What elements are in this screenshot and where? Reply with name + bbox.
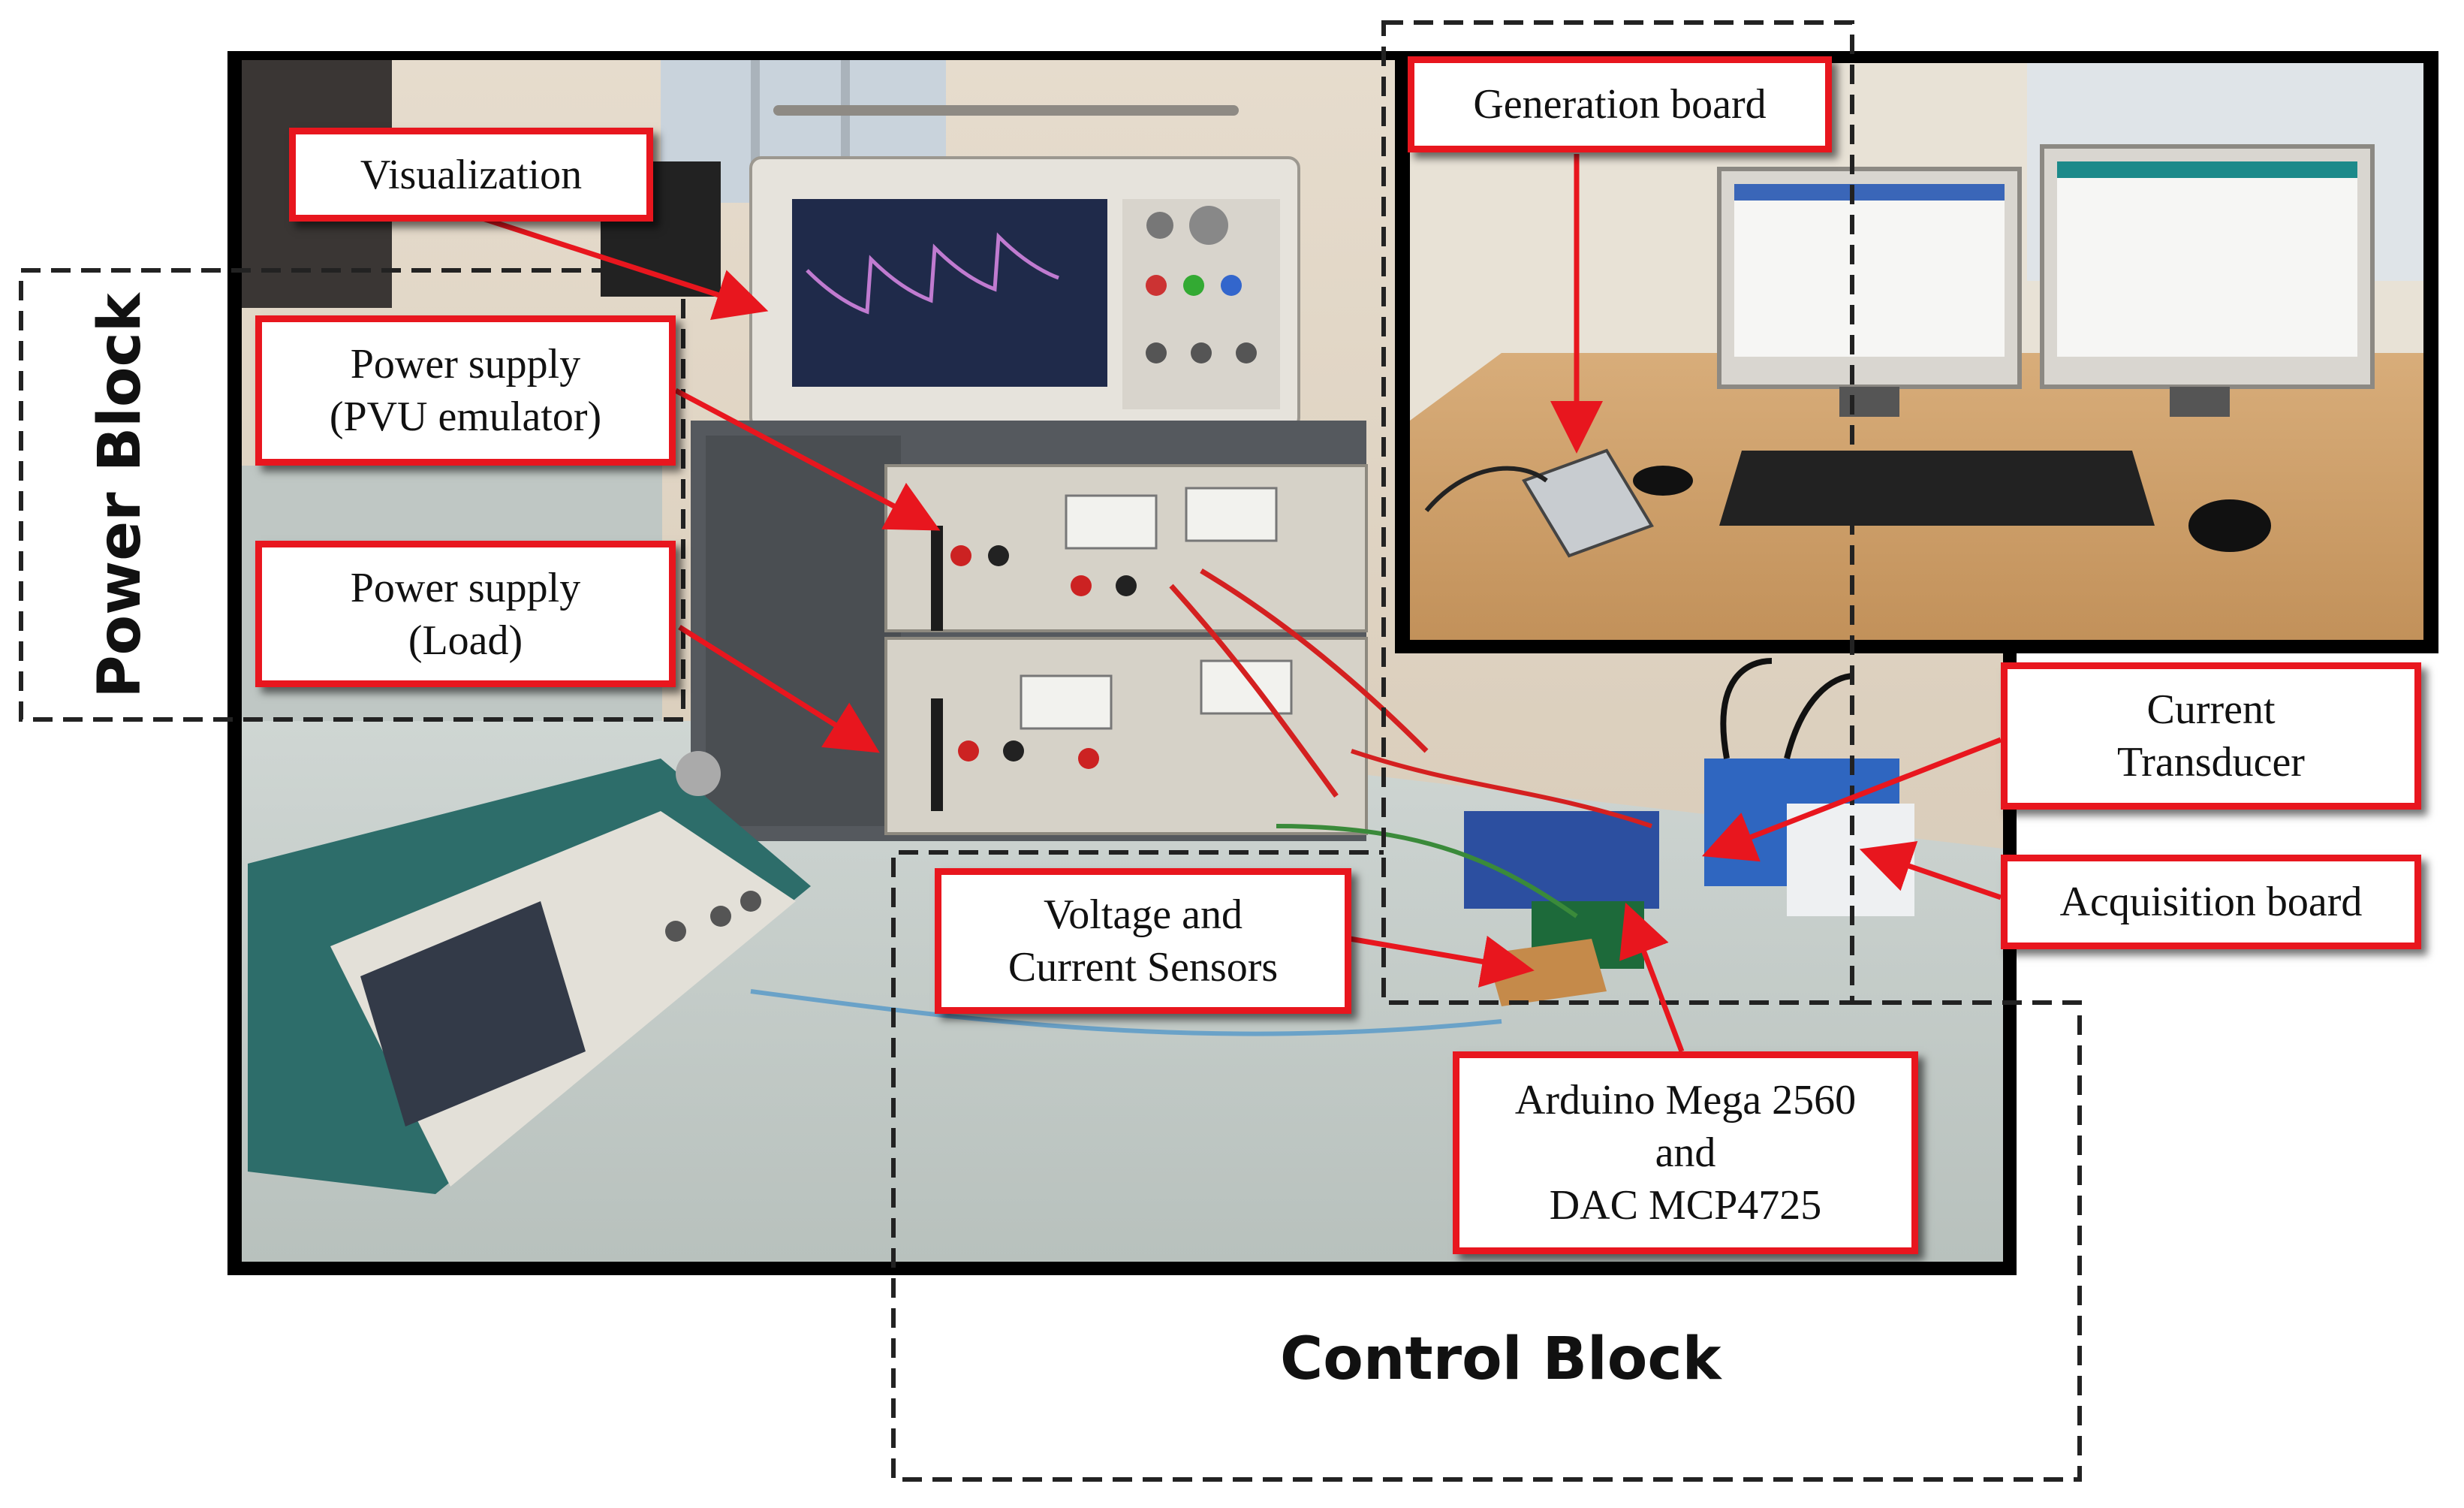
voltage-current-sensors-label: Voltage and Current Sensors — [935, 868, 1351, 1014]
arrow-arduino-dac — [1619, 902, 1685, 1053]
control-block-title: Control Block — [1280, 1326, 1721, 1393]
block-regions — [19, 20, 2082, 1482]
arrow-power-supply-pvu — [674, 388, 941, 531]
arduino-dac-label: Arduino Mega 2560 and DAC MCP4725 — [1453, 1051, 1918, 1254]
current-transducer-line-1: Current — [2146, 686, 2276, 733]
power-block-title: Power Block — [86, 293, 154, 698]
arduino-dac-line-3: DAC MCP4725 — [1549, 1182, 1822, 1229]
callout-arrows — [479, 154, 2002, 1053]
power-supply-pvu-label: Power supply (PVU emulator) — [255, 315, 676, 466]
arrow-acquisition-board — [1859, 841, 2002, 900]
power-supply-pvu-line-2: (PVU emulator) — [329, 394, 602, 440]
arrow-visualization — [479, 215, 769, 321]
current-transducer-line-2: Transducer — [2117, 739, 2305, 786]
generation-block-region — [1381, 20, 1854, 1005]
power-supply-load-label: Power supply (Load) — [255, 541, 676, 687]
voltage-current-sensors-line-2: Current Sensors — [1008, 944, 1279, 991]
acquisition-board-label-text: Acquisition board — [2059, 879, 2363, 925]
arrow-voltage-current-sensors — [1349, 935, 1535, 988]
power-block-region — [19, 268, 685, 722]
power-supply-rack — [691, 421, 1429, 841]
voltage-current-sensors-line-1: Voltage and — [1044, 891, 1243, 938]
control-block-region — [891, 850, 2082, 1482]
power-supply-load-line-2: (Load) — [408, 617, 523, 664]
current-transducer-label: Current Transducer — [2001, 662, 2421, 810]
generation-board-label-text: Generation board — [1473, 81, 1767, 128]
generation-board-label: Generation board — [1408, 56, 1832, 152]
power-supply-load-line-1: Power supply — [350, 564, 581, 611]
visualization-label: Visualization — [289, 128, 653, 222]
arduino-dac-line-2: and — [1655, 1129, 1716, 1176]
arrow-power-supply-load — [678, 625, 880, 753]
desk-boards — [750, 658, 1914, 1036]
oscilloscope — [749, 105, 1300, 430]
arrow-current-transducer — [1701, 737, 2002, 862]
power-supply-pvu-line-1: Power supply — [350, 341, 581, 388]
function-generator — [248, 751, 811, 1194]
visualization-label-text: Visualization — [360, 151, 583, 198]
acquisition-board-label: Acquisition board — [2001, 855, 2421, 949]
arduino-dac-line-1: Arduino Mega 2560 — [1514, 1077, 1857, 1123]
